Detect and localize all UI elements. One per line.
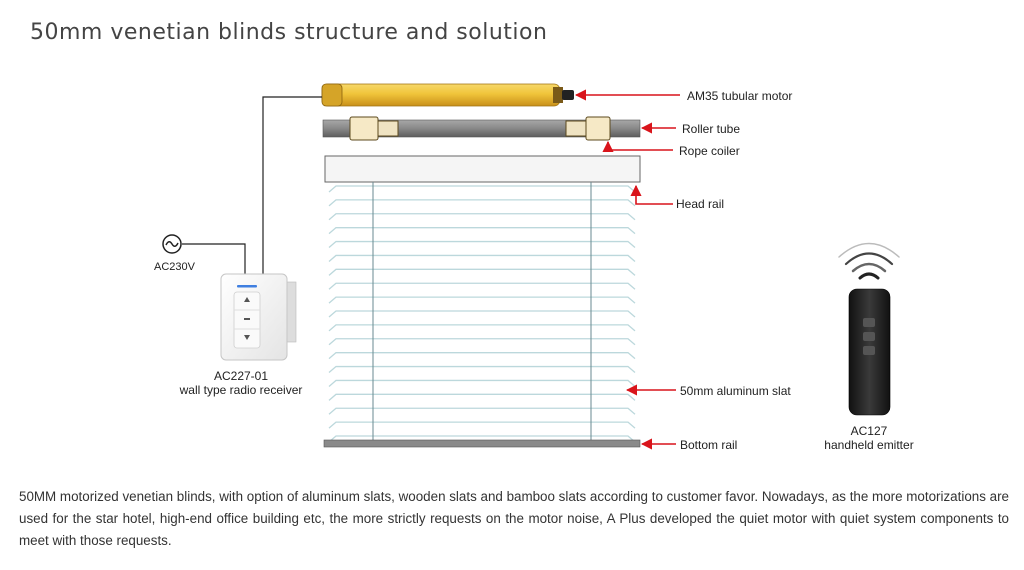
slat <box>328 324 636 332</box>
slat <box>328 254 636 262</box>
receiver-caption: AC227-01 wall type radio receiver <box>166 369 316 397</box>
rope-coiler-left <box>349 116 399 141</box>
wiring <box>182 96 322 276</box>
receiver-model: AC227-01 <box>213 369 269 383</box>
rope-coiler-right <box>565 116 611 141</box>
label-rope-coiler: Rope coiler <box>679 144 740 158</box>
blinds-diagram <box>162 83 900 450</box>
slat <box>328 199 636 207</box>
slat <box>328 379 636 387</box>
slat <box>328 393 636 401</box>
description-text: 50MM motorized venetian blinds, with opt… <box>19 489 1009 548</box>
head-rail <box>324 155 641 183</box>
wifi-signal-icon <box>838 242 900 280</box>
arrow-icon <box>574 89 680 450</box>
label-bottom-rail: Bottom rail <box>680 438 738 452</box>
slat <box>328 213 636 221</box>
slat <box>328 352 636 360</box>
wall-receiver-device <box>220 273 297 361</box>
ac-power-icon <box>162 234 182 254</box>
slat <box>328 268 636 276</box>
slat <box>328 407 636 415</box>
slat <box>328 185 636 193</box>
receiver-desc: wall type radio receiver <box>179 383 303 397</box>
aluminum-slats <box>328 185 636 443</box>
roller-tube <box>322 116 641 141</box>
slat <box>328 240 636 249</box>
slat <box>328 365 636 374</box>
slat <box>328 296 636 304</box>
page-title: 50mm venetian blinds structure and solut… <box>30 20 548 45</box>
label-motor: AM35 tubular motor <box>687 89 793 103</box>
label-power: AC230V <box>154 261 195 273</box>
label-head-rail: Head rail <box>676 197 725 211</box>
handheld-emitter-device <box>848 288 891 416</box>
slat <box>328 227 636 235</box>
slat <box>328 282 636 290</box>
slat <box>328 421 636 429</box>
label-roller-tube: Roller tube <box>682 122 741 136</box>
emitter-caption: AC127 handheld emitter <box>806 424 932 452</box>
slat <box>328 310 636 318</box>
slat <box>328 338 636 346</box>
tubular-motor <box>321 83 574 107</box>
emitter-desc: handheld emitter <box>824 438 914 452</box>
label-slat: 50mm aluminum slat <box>680 384 791 398</box>
slat <box>328 435 636 443</box>
emitter-model: AC127 <box>850 424 888 438</box>
bottom-rail <box>323 439 641 448</box>
